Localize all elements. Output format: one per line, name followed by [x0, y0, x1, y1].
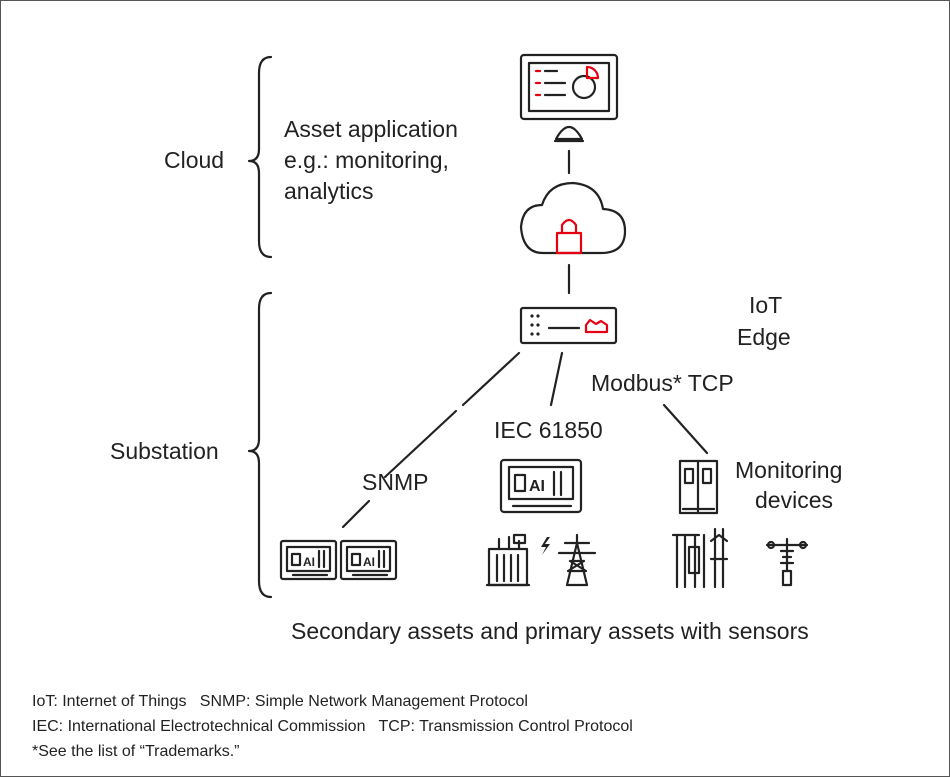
substation-label: Substation [110, 438, 219, 464]
asset-application-example-cont: analytics [284, 178, 374, 204]
substation-brace [247, 291, 273, 599]
svg-text:AI: AI [303, 555, 315, 569]
footnote-iec-tcp: IEC: International Electrotechnical Comm… [32, 718, 633, 735]
insulator-icon [765, 537, 809, 587]
snmp-label: SNMP [362, 469, 429, 495]
power-tower-icon [557, 533, 597, 587]
ied-device-icon: AI [339, 539, 398, 581]
iec-link [549, 351, 564, 407]
iec-label: IEC 61850 [494, 417, 603, 443]
asset-application-label: Asset application [284, 116, 458, 142]
iot-label: IoT [749, 292, 783, 318]
transformer-icon [485, 533, 550, 587]
cloud-lock-icon [519, 181, 627, 255]
cloud-label: Cloud [164, 147, 225, 173]
switchgear-icon [671, 527, 729, 589]
svg-text:AI: AI [529, 478, 545, 495]
asset-application-example: e.g.: monitoring, [284, 147, 449, 173]
snmp-link-middle [383, 409, 458, 479]
footnote-iot-snmp: IoT: Internet of Things SNMP: Simple Net… [32, 693, 528, 710]
footnote-trademarks: *See the list of “Trademarks.” [32, 743, 240, 760]
monitoring-cabinet-icon [678, 459, 719, 515]
modbus-link [662, 403, 709, 455]
edge-label: Edge [737, 324, 791, 350]
ied-device-icon: AI [499, 458, 583, 514]
svg-text:AI: AI [363, 555, 375, 569]
ied-device-icon: AI [279, 539, 338, 581]
assets-caption: Secondary assets and primary assets with… [291, 618, 809, 644]
snmp-link-lower [341, 499, 371, 529]
modbus-label: Modbus* TCP [591, 370, 734, 396]
snmp-link-upper [461, 351, 521, 407]
edge-gateway-icon [519, 306, 618, 345]
monitor-dashboard-icon [519, 53, 619, 143]
monitoring-devices-label-cont: devices [755, 487, 833, 513]
cloud-brace [247, 55, 273, 259]
monitoring-devices-label: Monitoring [735, 457, 843, 483]
